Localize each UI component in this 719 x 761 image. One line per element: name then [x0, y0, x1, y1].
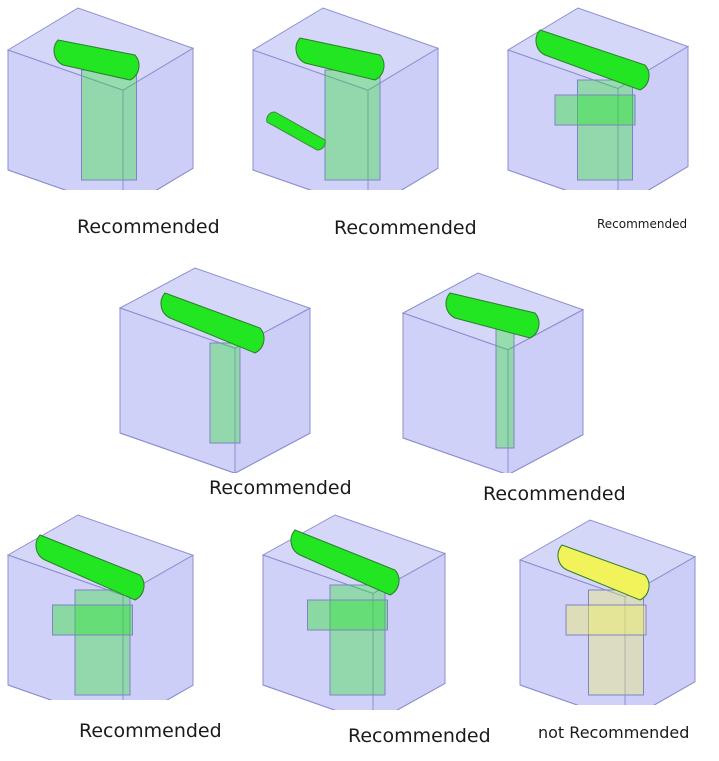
figure-2-drawing	[251, 7, 440, 190]
slot-step	[307, 599, 388, 631]
figure-7-drawing	[261, 514, 447, 710]
figure-1-drawing	[6, 7, 195, 190]
figure-7: Recommended	[255, 510, 495, 755]
block-front-face	[402, 312, 509, 473]
slot-opening	[295, 37, 385, 81]
slot-opening	[290, 529, 400, 596]
figure-5-label: Recommended	[483, 483, 626, 505]
slot-cavity	[81, 69, 137, 181]
block-bottom-edge	[7, 684, 194, 700]
block-bottom-edge	[252, 167, 439, 190]
slot-cavity	[74, 589, 131, 696]
figure-2: Recommended	[245, 0, 485, 250]
figure-5-drawing	[401, 272, 585, 473]
figure-3-drawing	[506, 7, 690, 190]
figure-6-label: Recommended	[79, 720, 222, 742]
slot-opening	[535, 29, 650, 91]
figure-6-drawing	[6, 514, 195, 700]
block-bottom-edge	[402, 434, 584, 473]
slot-cavity	[495, 327, 515, 449]
figure-1-label: Recommended	[77, 216, 220, 238]
figure-5: Recommended	[395, 258, 635, 505]
figure-8: not Recommended	[510, 510, 719, 755]
block-front-face	[252, 49, 369, 190]
figure-8-label: not Recommended	[538, 723, 690, 742]
figure-3: Recommended	[500, 0, 719, 250]
figure-1: Recommended	[0, 0, 240, 250]
figure-4-drawing	[118, 267, 312, 473]
figure-8-drawing	[518, 519, 697, 705]
block-front-face	[119, 307, 236, 473]
figure-3-label: Recommended	[597, 217, 688, 231]
figure-4-label: Recommended	[209, 477, 352, 499]
figure-2-label: Recommended	[334, 217, 477, 239]
block-front-face	[262, 554, 374, 710]
block-front-face	[7, 49, 124, 190]
figure-7-label: Recommended	[348, 725, 491, 747]
slot-step	[565, 604, 647, 636]
slot-cavity	[577, 79, 633, 181]
figure-6: Recommended	[0, 510, 240, 755]
block-bottom-edge	[519, 681, 696, 705]
block-bottom-edge	[119, 432, 311, 473]
slot-opening	[445, 292, 540, 339]
slot-cavity	[209, 342, 241, 444]
block-front-face	[7, 554, 124, 700]
slot-opening	[160, 292, 265, 354]
slot-opening	[53, 39, 140, 81]
slot-opening	[557, 544, 650, 601]
slot-cavity	[329, 584, 386, 696]
figure-4: Recommended	[110, 258, 352, 503]
block-bottom-edge	[262, 683, 446, 710]
block-front-face	[519, 559, 626, 705]
slot-step	[554, 94, 636, 126]
slot-step	[52, 604, 133, 636]
block-bottom-edge	[7, 167, 194, 190]
block-bottom-edge	[507, 166, 689, 190]
side-channel	[266, 111, 326, 151]
slot-opening	[35, 534, 145, 601]
slot-cavity	[324, 69, 381, 181]
block-front-face	[507, 49, 619, 190]
